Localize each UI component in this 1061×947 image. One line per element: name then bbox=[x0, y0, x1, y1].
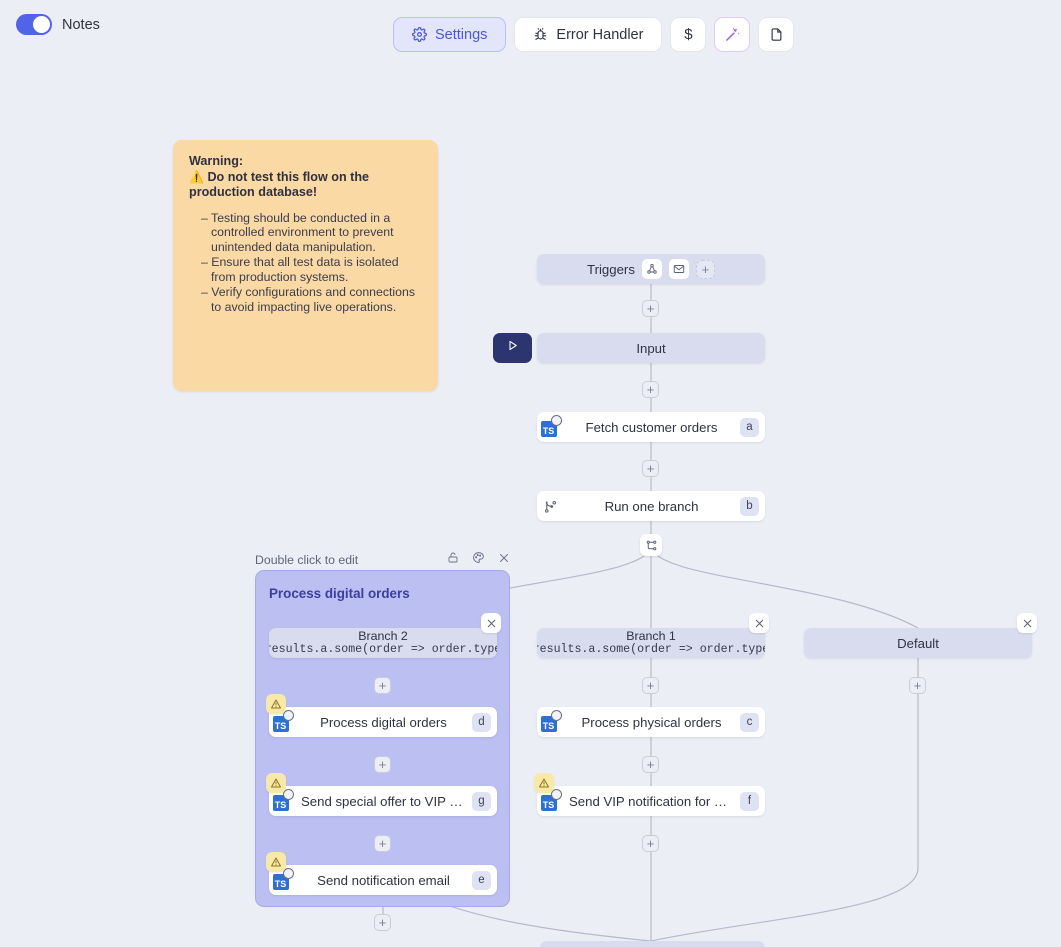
node-send-notification-email[interactable]: TS Send notification email e bbox=[269, 865, 497, 895]
warning-icon[interactable] bbox=[266, 852, 286, 872]
branch-title: Branch 2 bbox=[358, 629, 408, 643]
branch-node-default[interactable]: Default bbox=[804, 628, 1032, 658]
editor-toolbar: Settings Error Handler $ bbox=[393, 17, 795, 52]
add-step-button[interactable]: + bbox=[909, 677, 926, 694]
node-label: Send VIP notification for physical... bbox=[569, 793, 740, 809]
gear-icon bbox=[412, 27, 427, 42]
notes-toggle[interactable] bbox=[16, 14, 52, 35]
warning-icon[interactable] bbox=[266, 773, 286, 793]
typescript-icon: TS bbox=[540, 709, 562, 732]
warning-emoji: ⚠️ bbox=[189, 169, 204, 184]
node-merge-partial[interactable] bbox=[540, 941, 765, 947]
add-step-button[interactable]: + bbox=[374, 835, 391, 852]
branch-node-branch-1[interactable]: Branch 1 results.a.some(order => order.t… bbox=[537, 628, 765, 658]
run-flow-button[interactable] bbox=[493, 333, 532, 363]
add-step-button[interactable]: + bbox=[642, 835, 659, 852]
add-step-button[interactable]: + bbox=[374, 914, 391, 931]
file-icon bbox=[769, 27, 784, 42]
node-input[interactable]: Input bbox=[537, 333, 765, 363]
group-title: Process digital orders bbox=[269, 586, 410, 601]
node-send-vip-notification-physical[interactable]: TS Send VIP notification for physical...… bbox=[537, 786, 765, 816]
node-process-physical-orders[interactable]: TS Process physical orders c bbox=[537, 707, 765, 737]
node-process-digital-orders[interactable]: TS Process digital orders d bbox=[269, 707, 497, 737]
list-item: Verify configurations and connections to… bbox=[211, 285, 422, 314]
error-handler-label: Error Handler bbox=[556, 26, 644, 43]
branch-title: Branch 1 bbox=[626, 629, 676, 643]
warning-icon[interactable] bbox=[534, 773, 554, 793]
magic-wand-icon bbox=[724, 26, 741, 43]
list-item: Ensure that all test data is isolated fr… bbox=[211, 255, 422, 284]
typescript-icon: TS bbox=[540, 414, 562, 437]
node-label: Process digital orders bbox=[320, 714, 447, 730]
add-step-button[interactable]: + bbox=[374, 756, 391, 773]
settings-button[interactable]: Settings bbox=[393, 17, 507, 52]
add-step-button[interactable]: + bbox=[642, 756, 659, 773]
node-send-special-offer-vip[interactable]: TS Send special offer to VIP digital c..… bbox=[269, 786, 497, 816]
warning-icon[interactable] bbox=[266, 694, 286, 714]
cost-button[interactable]: $ bbox=[670, 17, 707, 52]
dollar-icon: $ bbox=[684, 26, 693, 43]
note-title-line2: Do not test this flow on the production … bbox=[189, 169, 370, 200]
branch-expression: results.a.some(order => order.type bbox=[537, 643, 765, 656]
node-badge: b bbox=[740, 496, 759, 516]
note-bullet-list: Testing should be conducted in a control… bbox=[211, 211, 422, 315]
node-badge: g bbox=[472, 791, 491, 811]
node-triggers[interactable]: Triggers + bbox=[537, 254, 765, 284]
remove-branch-button[interactable] bbox=[1017, 613, 1037, 633]
node-badge: d bbox=[472, 712, 491, 732]
node-badge: a bbox=[740, 417, 759, 437]
node-fetch-customer-orders[interactable]: TS Fetch customer orders a bbox=[537, 412, 765, 442]
node-label: Fetch customer orders bbox=[585, 419, 718, 435]
node-badge: f bbox=[740, 791, 759, 811]
typescript-icon: TS bbox=[540, 788, 562, 811]
group-header[interactable]: Double click to edit bbox=[255, 552, 510, 568]
notes-toggle-group[interactable]: Notes bbox=[16, 14, 100, 35]
node-input-label: Input bbox=[636, 340, 666, 356]
note-title-line1: Warning: bbox=[189, 154, 244, 168]
typescript-icon: TS bbox=[272, 709, 294, 732]
group-panel-process-digital-orders[interactable] bbox=[255, 570, 510, 907]
sticky-note-warning[interactable]: Warning: ⚠️ Do not test this flow on the… bbox=[173, 140, 438, 391]
add-step-button[interactable]: + bbox=[374, 677, 391, 694]
split-icon[interactable] bbox=[640, 534, 662, 556]
node-label: Process physical orders bbox=[581, 714, 722, 730]
node-label: Send notification email bbox=[317, 872, 450, 888]
remove-branch-button[interactable] bbox=[749, 613, 769, 633]
group-hint-label: Double click to edit bbox=[255, 553, 359, 567]
typescript-icon: TS bbox=[272, 788, 294, 811]
typescript-icon: TS bbox=[272, 867, 294, 890]
notes-label: Notes bbox=[62, 16, 100, 33]
branch-icon bbox=[537, 499, 563, 514]
close-icon[interactable] bbox=[498, 551, 510, 569]
add-trigger-button[interactable]: + bbox=[695, 259, 715, 279]
ai-assist-button[interactable] bbox=[714, 17, 751, 52]
branch-expression: results.a.some(order => order.type bbox=[269, 643, 497, 656]
email-icon[interactable] bbox=[668, 259, 689, 279]
node-label: Run one branch bbox=[604, 498, 699, 514]
play-icon bbox=[505, 338, 520, 358]
add-step-button[interactable]: + bbox=[642, 677, 659, 694]
branch-node-branch-2[interactable]: Branch 2 results.a.some(order => order.t… bbox=[269, 628, 497, 658]
error-handler-button[interactable]: Error Handler bbox=[514, 17, 663, 52]
settings-label: Settings bbox=[435, 26, 488, 43]
bug-icon bbox=[533, 27, 548, 42]
webhook-icon[interactable] bbox=[641, 259, 662, 279]
add-step-button[interactable]: + bbox=[642, 460, 659, 477]
triggers-label: Triggers bbox=[587, 261, 635, 277]
remove-branch-button[interactable] bbox=[481, 613, 501, 633]
palette-icon[interactable] bbox=[472, 551, 485, 569]
add-step-button[interactable]: + bbox=[642, 300, 659, 317]
note-title: Warning: ⚠️ Do not test this flow on the… bbox=[189, 154, 422, 201]
node-label: Send special offer to VIP digital c... bbox=[301, 793, 472, 809]
branch-title: Default bbox=[897, 635, 939, 651]
node-badge: c bbox=[740, 712, 759, 732]
node-badge: e bbox=[472, 870, 491, 890]
docs-button[interactable] bbox=[758, 17, 795, 52]
lock-icon[interactable] bbox=[447, 551, 459, 569]
list-item: Testing should be conducted in a control… bbox=[211, 211, 422, 255]
add-step-button[interactable]: + bbox=[642, 381, 659, 398]
toggle-knob bbox=[33, 16, 50, 33]
node-run-one-branch[interactable]: Run one branch b bbox=[537, 491, 765, 521]
